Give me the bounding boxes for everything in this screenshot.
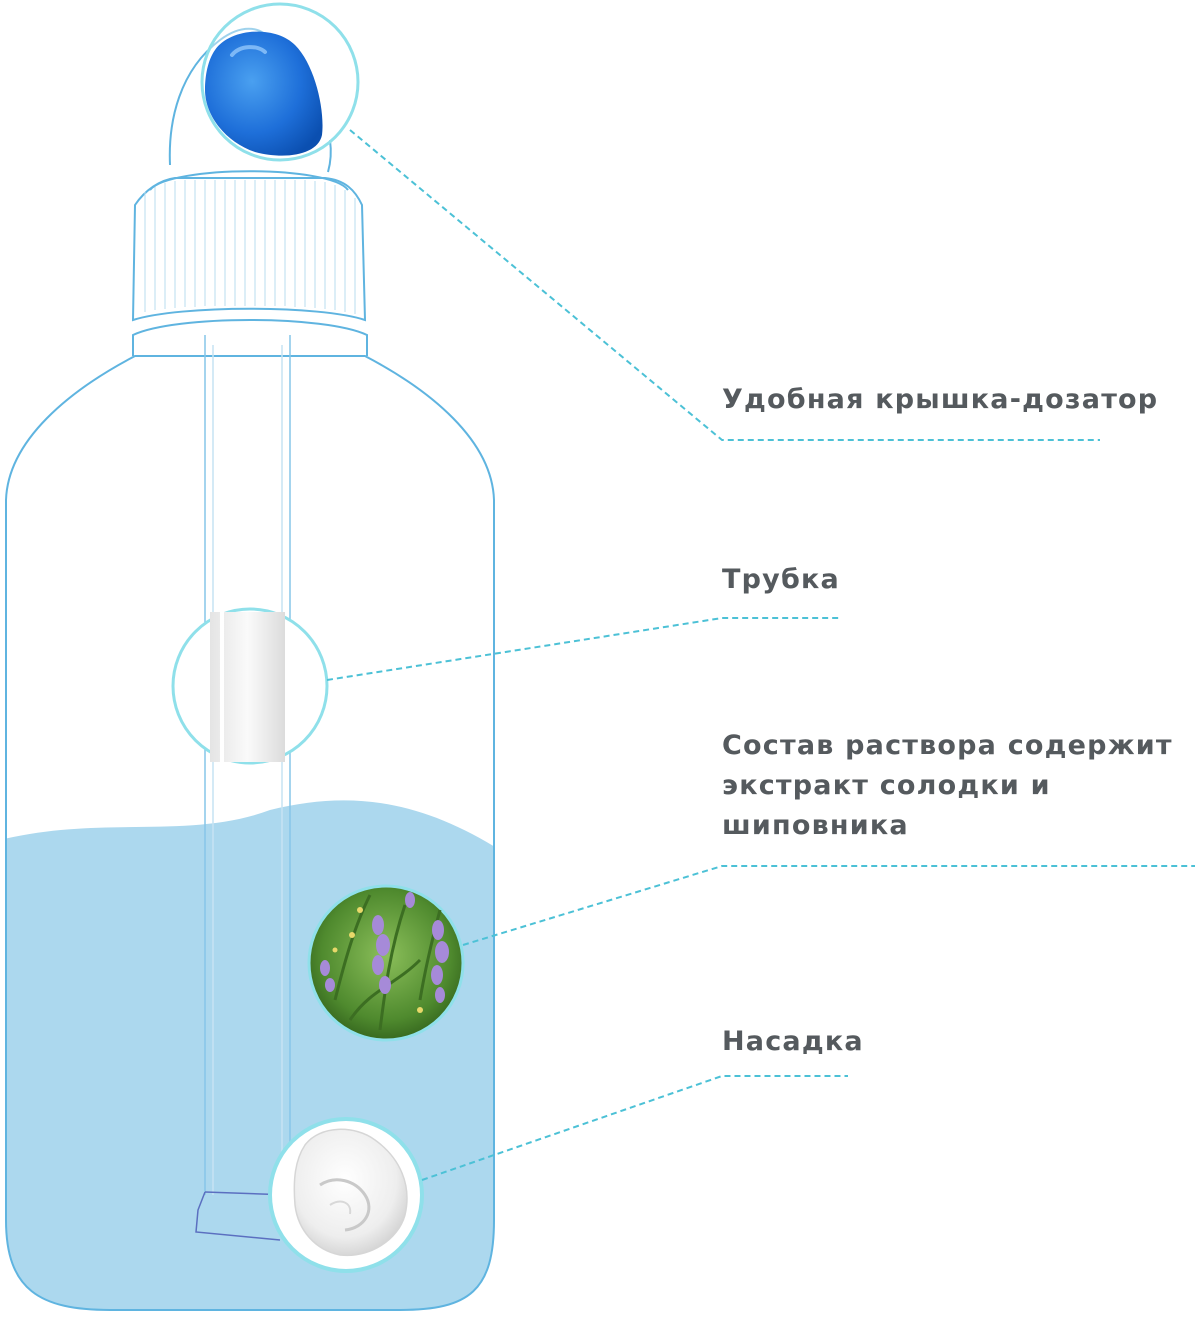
cap-detail-callout [200,2,360,162]
cap [131,27,367,322]
callout-label-solution: Состав раствора содержит экстракт солодк… [722,730,1173,841]
leader-line-solution [462,865,1195,946]
callout-label-tube: Трубка [722,564,840,595]
leader-line-nozzle [421,1075,848,1181]
tube-lines [195,335,291,1241]
bottle-body [5,355,495,1311]
callout-label-nozzle: Насадка [722,1026,864,1057]
leader-lines [326,129,1195,1181]
plant-detail-callout [307,884,465,1042]
leader-line-tube [326,617,840,681]
leader-line-cap [349,129,1100,441]
callout-label-cap: Удобная крышка-дозатор [722,384,1159,415]
nozzle-detail-callout [268,1117,424,1273]
tube-detail-callout [171,607,329,765]
bottle-neck [132,319,368,356]
liquid [6,800,494,1310]
